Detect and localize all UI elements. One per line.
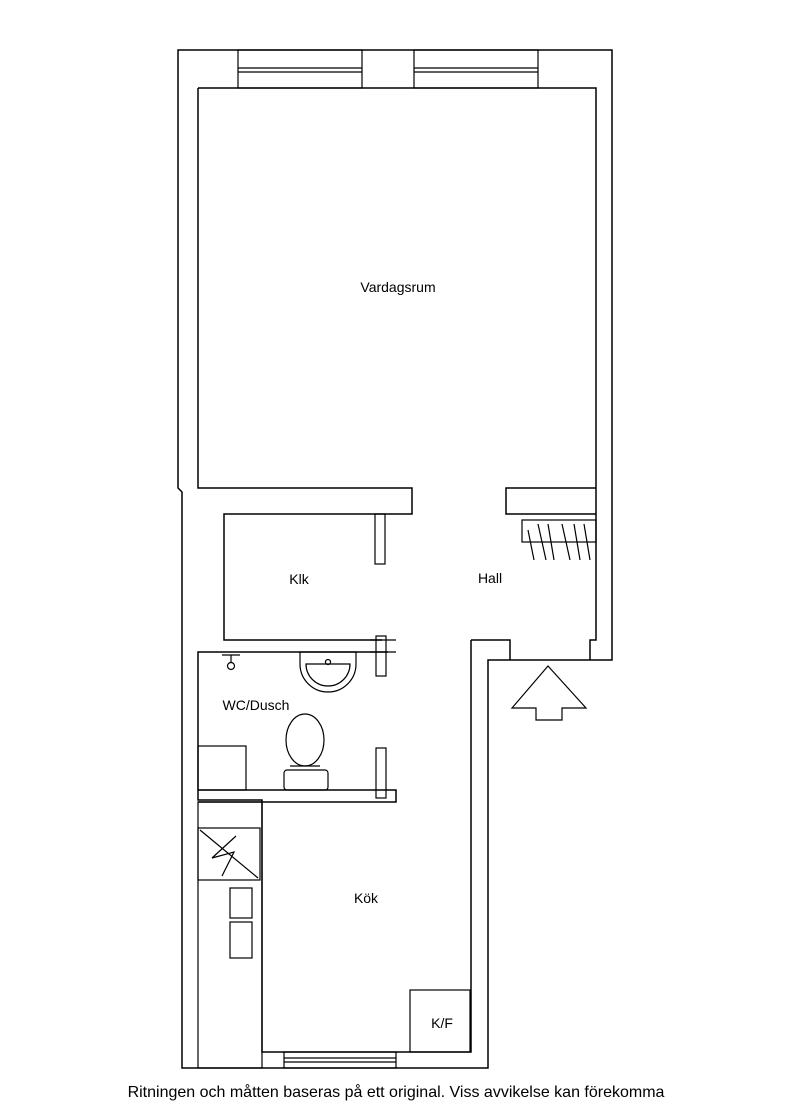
kitchen-counter: [197, 801, 263, 1069]
closet-door-jamb: [374, 513, 386, 565]
sink-icon: [299, 651, 357, 693]
window-kitchen: [283, 1051, 397, 1069]
room-label-bathroom: WC/Dusch: [223, 697, 290, 713]
room-label-living: Vardagsrum: [360, 279, 435, 295]
fridge-freezer-label: K/F: [431, 1015, 453, 1031]
entrance-arrow-icon: [510, 665, 588, 721]
shower-icon: [222, 654, 240, 671]
stove-icon: [197, 827, 261, 881]
room-label-kitchen: Kök: [354, 890, 379, 906]
outer-wall: [177, 49, 613, 1069]
bathroom-door-jambs: [370, 635, 396, 799]
room-label-closet: Klk: [289, 571, 309, 587]
kitchen-cabinets: [229, 887, 253, 959]
wardrobe: [521, 519, 597, 561]
room-label-hall: Hall: [478, 570, 502, 586]
shower-tray: [197, 745, 247, 791]
fridge-freezer-box: [409, 989, 471, 1053]
window-top-right: [413, 49, 539, 89]
disclaimer-text: Ritningen och måtten baseras på ett orig…: [127, 1084, 665, 1101]
window-top-left: [237, 49, 363, 89]
toilet-icon: [283, 713, 329, 791]
